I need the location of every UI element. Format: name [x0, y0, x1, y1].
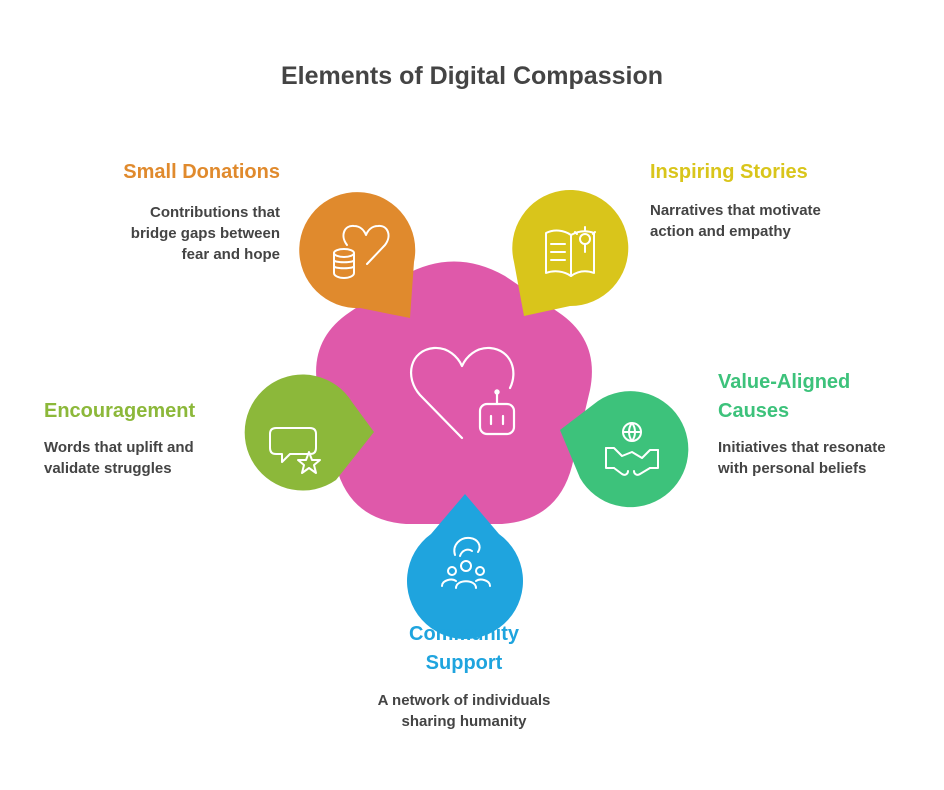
- center-pentagon: [316, 261, 592, 524]
- label-line: Causes: [718, 400, 790, 422]
- small-donations-node: [299, 192, 416, 318]
- label-line: Support: [425, 652, 503, 674]
- diagram-title: Elements of Digital Compassion: [280, 62, 663, 90]
- community-support-label: Community Support: [364, 620, 564, 678]
- desc-line: with personal beliefs: [718, 460, 867, 477]
- community-support-node: [407, 494, 523, 639]
- encouragement-desc: Words that uplift and validate struggles: [44, 437, 244, 479]
- desc-line: Words that uplift and: [44, 439, 194, 456]
- book-lightbulb-icon: [545, 226, 596, 277]
- desc-line: Narratives that motivate: [650, 202, 821, 219]
- desc-line: fear and hope: [181, 246, 280, 263]
- desc-line: sharing humanity: [401, 713, 527, 730]
- desc-line: Contributions that: [150, 204, 280, 221]
- inspiring-stories-label: Inspiring Stories: [650, 161, 808, 183]
- desc-line: bridge gaps between: [130, 225, 280, 242]
- globe-handshake-icon: [605, 422, 659, 476]
- desc-line: Initiatives that resonate: [718, 439, 886, 456]
- label-line: Community: [409, 623, 519, 645]
- desc-line: validate struggles: [44, 460, 172, 477]
- desc-line: action and empathy: [650, 223, 791, 240]
- desc-line: A network of individuals: [377, 692, 551, 709]
- community-support-desc: A network of individuals sharing humanit…: [344, 690, 584, 732]
- value-aligned-causes-node: [560, 391, 689, 508]
- inspiring-stories-node: [512, 190, 629, 316]
- heart-robot-icon: [410, 346, 516, 440]
- encouragement-node: [244, 374, 374, 491]
- heart-coins-icon: [333, 224, 390, 279]
- small-donations-desc: Contributions that bridge gaps between f…: [60, 202, 280, 265]
- hand-people-icon: [441, 536, 491, 589]
- encouragement-label: Encouragement: [44, 400, 196, 422]
- value-aligned-causes-desc: Initiatives that resonate with personal …: [718, 437, 928, 479]
- speech-star-icon: [269, 427, 321, 474]
- small-donations-label: Small Donations: [123, 161, 280, 183]
- inspiring-stories-desc: Narratives that motivate action and empa…: [650, 200, 910, 242]
- label-line: Value-Aligned: [718, 371, 851, 393]
- value-aligned-causes-label: Value-Aligned Causes: [718, 368, 918, 426]
